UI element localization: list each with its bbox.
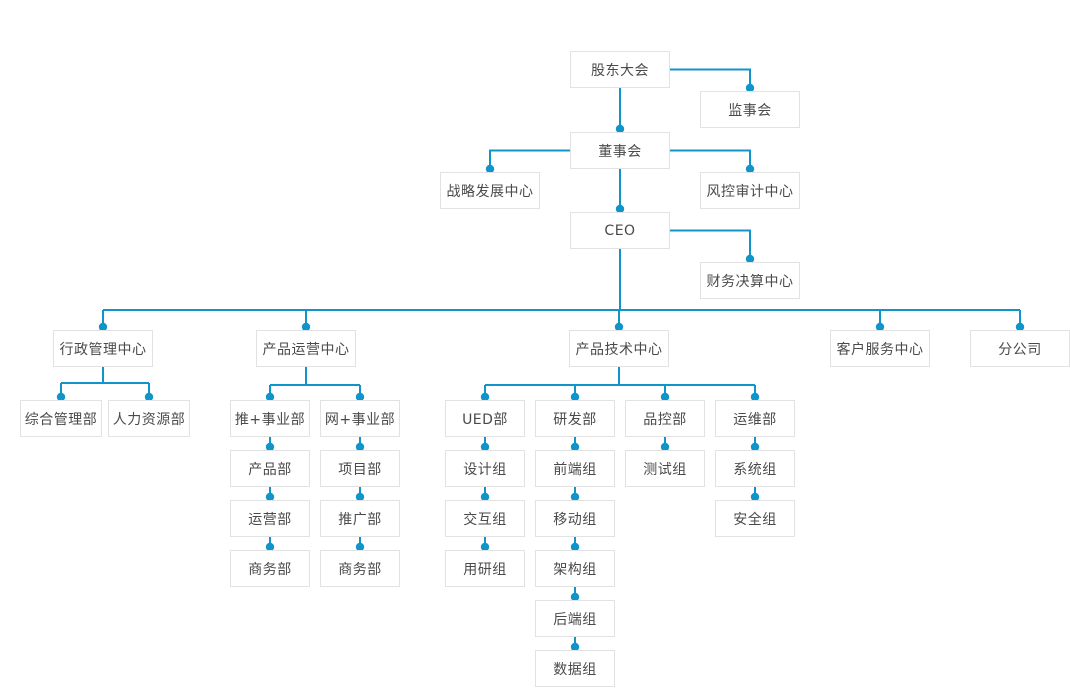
connector-line xyxy=(670,149,751,169)
connector-line xyxy=(670,229,751,259)
org-node-admin[interactable]: 行政管理中心 xyxy=(53,330,153,367)
connector-dot xyxy=(301,322,311,332)
org-node-service[interactable]: 客户服务中心 xyxy=(830,330,930,367)
org-node-general[interactable]: 综合管理部 xyxy=(20,400,102,437)
org-node-om[interactable]: 运维部 xyxy=(715,400,795,437)
connector-dot xyxy=(98,322,108,332)
org-node-ued[interactable]: UED部 xyxy=(445,400,525,437)
connector-dot xyxy=(615,124,625,134)
connector-dot xyxy=(570,542,580,552)
org-node-branch[interactable]: 分公司 xyxy=(970,330,1070,367)
connector-dot xyxy=(745,83,755,93)
connector-dot xyxy=(265,542,275,552)
connector-dot xyxy=(480,492,490,502)
connector-dot xyxy=(355,392,365,402)
connector-dot xyxy=(750,492,760,502)
connector-dot xyxy=(615,204,625,214)
org-node-hr[interactable]: 人力资源部 xyxy=(108,400,190,437)
org-node-backend[interactable]: 后端组 xyxy=(535,600,615,637)
connector-dot xyxy=(265,442,275,452)
connector-dot xyxy=(144,392,154,402)
connector-line xyxy=(489,149,570,169)
connector-dot xyxy=(745,254,755,264)
org-node-arch[interactable]: 架构组 xyxy=(535,550,615,587)
connector-dot xyxy=(265,392,275,402)
org-node-wang[interactable]: 网+事业部 xyxy=(320,400,400,437)
org-node-tui[interactable]: 推+事业部 xyxy=(230,400,310,437)
connector-dot xyxy=(570,392,580,402)
org-node-operation[interactable]: 运营部 xyxy=(230,500,310,537)
org-node-strategy[interactable]: 战略发展中心 xyxy=(440,172,540,209)
connector-line xyxy=(670,68,751,88)
connector-dot xyxy=(480,392,490,402)
org-node-testing[interactable]: 测试组 xyxy=(625,450,705,487)
connector-dot xyxy=(750,392,760,402)
org-node-ops[interactable]: 产品运营中心 xyxy=(256,330,356,367)
org-node-rd[interactable]: 研发部 xyxy=(535,400,615,437)
connector-dot xyxy=(480,442,490,452)
connector-dot xyxy=(56,392,66,402)
connector-dot xyxy=(355,542,365,552)
org-node-board[interactable]: 董事会 xyxy=(570,132,670,169)
org-node-interaction[interactable]: 交互组 xyxy=(445,500,525,537)
org-node-design[interactable]: 设计组 xyxy=(445,450,525,487)
org-node-product[interactable]: 产品部 xyxy=(230,450,310,487)
connector-dot xyxy=(570,592,580,602)
org-node-tech[interactable]: 产品技术中心 xyxy=(569,330,669,367)
org-node-mobile[interactable]: 移动组 xyxy=(535,500,615,537)
org-node-ceo[interactable]: CEO xyxy=(570,212,670,249)
connector-dot xyxy=(570,642,580,652)
org-node-data[interactable]: 数据组 xyxy=(535,650,615,687)
connector-dot xyxy=(570,492,580,502)
connector-dot xyxy=(875,322,885,332)
org-node-qc[interactable]: 品控部 xyxy=(625,400,705,437)
connector-dot xyxy=(660,442,670,452)
org-node-promo[interactable]: 推广部 xyxy=(320,500,400,537)
connector-dot xyxy=(745,164,755,174)
connector-dot xyxy=(355,492,365,502)
org-node-security[interactable]: 安全组 xyxy=(715,500,795,537)
connector-dot xyxy=(750,442,760,452)
org-node-research[interactable]: 用研组 xyxy=(445,550,525,587)
connector-dot xyxy=(485,164,495,174)
org-node-risk[interactable]: 风控审计中心 xyxy=(700,172,800,209)
org-node-finance[interactable]: 财务决算中心 xyxy=(700,262,800,299)
org-node-system[interactable]: 系统组 xyxy=(715,450,795,487)
org-node-biz2[interactable]: 商务部 xyxy=(320,550,400,587)
org-node-biz1[interactable]: 商务部 xyxy=(230,550,310,587)
connector-dot xyxy=(480,542,490,552)
org-node-shareholders[interactable]: 股东大会 xyxy=(570,51,670,88)
org-node-supervisory[interactable]: 监事会 xyxy=(700,91,800,128)
connector-dot xyxy=(570,442,580,452)
connector-dot xyxy=(1015,322,1025,332)
org-node-project[interactable]: 项目部 xyxy=(320,450,400,487)
connector-dot xyxy=(355,442,365,452)
connector-dot xyxy=(660,392,670,402)
org-node-frontend[interactable]: 前端组 xyxy=(535,450,615,487)
connector-dot xyxy=(614,322,624,332)
connector-dot xyxy=(265,492,275,502)
